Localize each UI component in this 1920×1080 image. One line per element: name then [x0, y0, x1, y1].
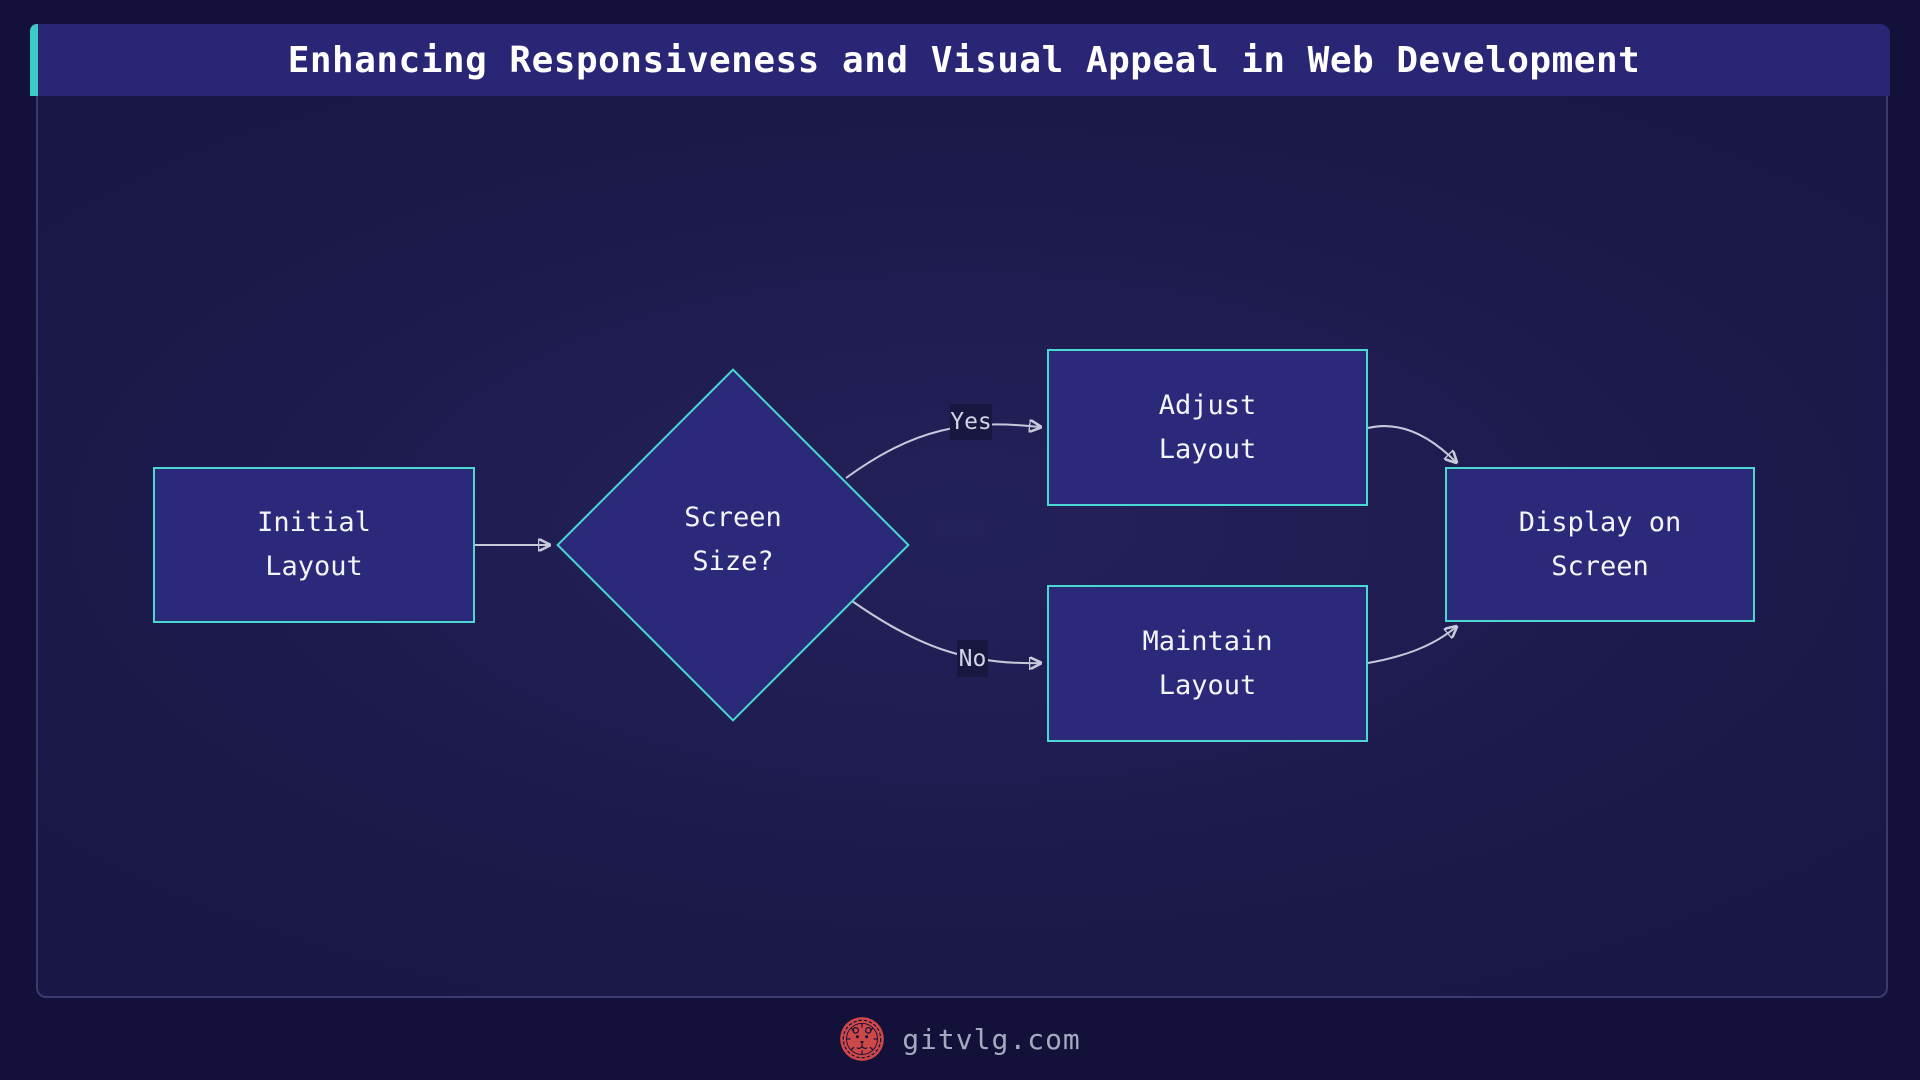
node-label-line: Screen	[1551, 550, 1649, 582]
node-screen-size-decision-label: Screen Size?	[633, 496, 833, 584]
node-label-line: Size?	[692, 546, 774, 577]
lion-logo-icon	[840, 1017, 885, 1061]
diagram-title-bar: Enhancing Responsiveness and Visual Appe…	[30, 24, 1890, 96]
node-label-line: Layout	[265, 551, 363, 582]
edge-label-no: No	[957, 640, 988, 677]
node-maintain-layout: Maintain Layout	[1047, 585, 1368, 742]
node-label-line: Screen	[684, 502, 782, 533]
footer-brand-text: gitvlg.com	[902, 1022, 1081, 1056]
node-label-line: Maintain	[1142, 625, 1273, 657]
node-label-line: Layout	[1158, 433, 1257, 465]
edge-label-yes: Yes	[950, 404, 992, 440]
node-label-line: Display on	[1518, 506, 1682, 538]
node-label-line: Initial	[257, 507, 371, 538]
node-label-line: Adjust	[1158, 389, 1257, 421]
node-display-on-screen: Display on Screen	[1445, 467, 1755, 622]
node-initial-layout: Initial Layout	[153, 467, 475, 623]
diagram-title: Enhancing Responsiveness and Visual Appe…	[287, 39, 1641, 81]
node-label-line: Layout	[1158, 669, 1257, 701]
node-adjust-layout: Adjust Layout	[1047, 349, 1368, 506]
footer: gitvlg.com	[0, 998, 1920, 1080]
